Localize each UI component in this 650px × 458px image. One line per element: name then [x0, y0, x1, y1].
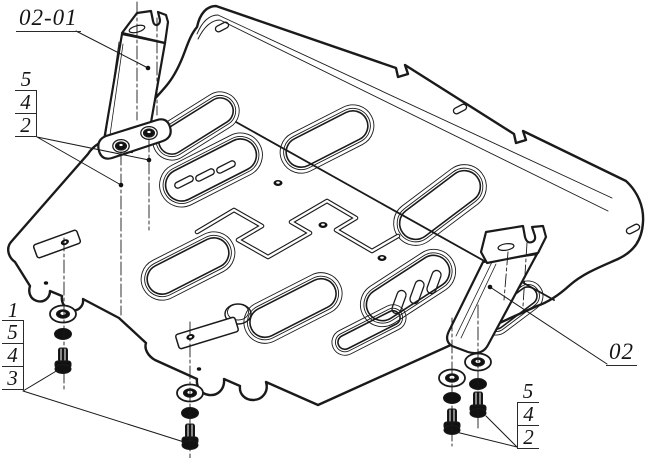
- small-hole: [273, 180, 283, 186]
- part-number: 5: [2, 320, 24, 344]
- plate-fold-line: [197, 19, 609, 212]
- leader-lines: [22, 30, 608, 448]
- embossed-rib: [194, 198, 401, 260]
- stadium-cutout: [243, 272, 343, 344]
- small-hole: [318, 222, 328, 228]
- fastener-stack: [464, 352, 492, 418]
- part-number: 4: [2, 343, 24, 367]
- ear-hole: [196, 367, 202, 371]
- fastener-stack: [49, 304, 77, 374]
- part-number: 2: [517, 425, 539, 449]
- part-number: 5: [517, 379, 539, 403]
- fastener-stacks: [49, 304, 492, 450]
- stadium-cutout: [331, 304, 407, 356]
- leader-dots: [118, 65, 493, 290]
- slot-cutout: [625, 223, 641, 235]
- stadium-cutout: [359, 248, 457, 328]
- bottom-mount-bar: [175, 316, 239, 350]
- callout-stack-bottom-left: 1 5 4 3: [2, 298, 24, 390]
- bracket-02-01: [97, 9, 172, 160]
- bolt: [54, 347, 72, 374]
- slot-cutout: [452, 103, 468, 115]
- plate-fold-line: [196, 14, 613, 199]
- callout-bracket-02-01: 02-01: [16, 6, 81, 32]
- slot-cutout: [409, 279, 425, 305]
- callout-stack-top-left: 5 4 2: [15, 67, 37, 137]
- slot-cutout: [391, 289, 407, 315]
- part-number: 3: [2, 366, 24, 390]
- part-number: 5: [15, 67, 37, 91]
- callout-bracket-02: 02: [606, 340, 637, 366]
- skid-plate-outline: [7, 4, 645, 407]
- stadium-cutout: [152, 91, 240, 161]
- part-number: 4: [15, 90, 37, 114]
- bracket-bolt-head: [112, 125, 158, 154]
- slot-cutout: [174, 175, 194, 189]
- stadium-cutout: [159, 132, 263, 208]
- flat-washer: [49, 304, 77, 324]
- part-number: 4: [517, 402, 539, 426]
- slot-cutout: [214, 21, 230, 33]
- centerlines: [63, 1, 528, 458]
- stadium-cutout: [393, 164, 487, 246]
- small-hole: [377, 255, 387, 261]
- slot-cutout: [426, 269, 442, 295]
- slot-cutout: [195, 168, 215, 182]
- bracket-02: [445, 224, 548, 355]
- callout-stack-bottom-right: 5 4 2: [517, 379, 539, 449]
- stadium-cutout: [279, 104, 375, 174]
- round-hole: [224, 303, 252, 325]
- part-number: 2: [15, 113, 37, 137]
- bolt: [469, 391, 487, 418]
- ear-hole: [43, 281, 49, 285]
- slot-cutout: [216, 160, 236, 174]
- rubber-washer: [54, 328, 72, 340]
- part-number: 1: [2, 298, 24, 322]
